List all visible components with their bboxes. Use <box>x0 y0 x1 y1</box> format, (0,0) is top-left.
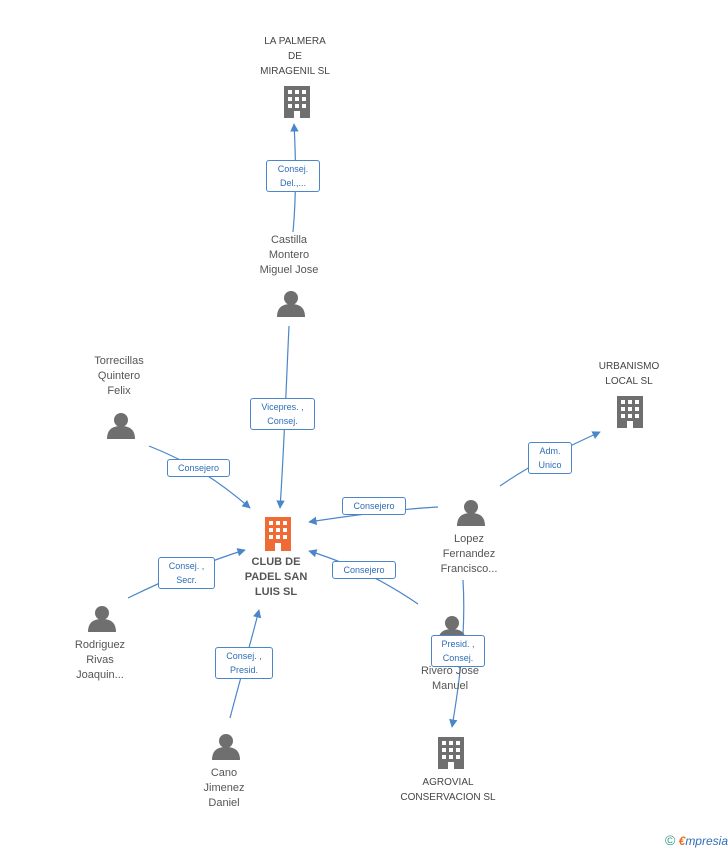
edge-label-torrecillas-center[interactable]: Consejero <box>167 459 230 477</box>
person-name-line: Cano <box>210 767 238 779</box>
building-icon <box>438 737 464 769</box>
person-name-line: Castilla <box>270 234 308 246</box>
edge-label-lopez-agrovial[interactable]: Presid. , Consej. <box>431 635 485 667</box>
company-name-line: LOCAL SL <box>605 376 653 387</box>
edge-role-line: Consejero <box>177 463 220 473</box>
edge-label-castilla-center[interactable]: Vicepres. , Consej. <box>250 398 315 430</box>
edge-role-line: Adm. <box>539 446 561 456</box>
person-name-line: Felix <box>107 385 131 397</box>
company-name-line: DE <box>288 51 302 62</box>
person-node-torrecillas[interactable]: Torrecillas Quintero Felix <box>59 354 179 399</box>
person-name-line: Torrecillas <box>94 355 144 367</box>
center-company-node[interactable]: CLUB DE PADEL SAN LUIS SL <box>216 555 336 600</box>
edge-role-line: Consej. , <box>226 651 262 661</box>
person-icon <box>88 606 116 632</box>
center-name-line: CLUB DE <box>251 556 301 568</box>
company-name-line: LA PALMERA <box>264 36 326 47</box>
center-building-icon <box>265 517 291 551</box>
edge-label-rodriguez-center[interactable]: Consej. , Secr. <box>158 557 215 589</box>
person-node-cano[interactable]: Cano Jimenez Daniel <box>164 766 284 811</box>
edge-role-line: Vicepres. , <box>261 402 304 412</box>
edge-role-line: Consej. , <box>168 561 205 571</box>
company-name-line: URBANISMO <box>598 361 660 372</box>
person-icon <box>107 413 135 439</box>
person-name-line: Rivas <box>86 654 114 666</box>
person-name-line: Lopez <box>454 533 484 545</box>
person-name-line: Francisco... <box>440 563 498 575</box>
person-name-line: Miguel Jose <box>259 264 319 276</box>
brand-name: mpresia <box>685 834 728 848</box>
person-icon <box>212 734 240 760</box>
person-name-line: Joaquin... <box>76 669 124 681</box>
building-icon <box>284 86 310 118</box>
company-node-urbanismo[interactable]: URBANISMO LOCAL SL <box>569 359 689 389</box>
company-node-palmera[interactable]: LA PALMERA DE MIRAGENIL SL <box>235 34 355 79</box>
edge-label-cano-center[interactable]: Consej. , Presid. <box>215 647 273 679</box>
edge-role-line: Secr. <box>176 575 197 585</box>
person-name-line: Montero <box>268 249 310 261</box>
edge-torrecillas-center <box>148 445 251 509</box>
edge-role-line: Consejero <box>343 565 385 575</box>
company-name-line: MIRAGENIL SL <box>260 66 330 77</box>
building-icon <box>617 396 643 428</box>
person-icon <box>457 500 485 526</box>
edge-label-castilla-palmera[interactable]: Consej. Del.,... <box>266 160 320 192</box>
person-node-rodriguez[interactable]: Rodriguez Rivas Joaquin... <box>40 638 160 683</box>
edge-role-line: Consej. <box>442 653 474 663</box>
person-name-line: Jimenez <box>203 782 245 794</box>
edge-label-rivero-center[interactable]: Consejero <box>332 561 396 579</box>
person-name-line: Rivero Jose <box>420 665 480 677</box>
edge-role-line: Unico <box>538 460 562 470</box>
edge-role-line: Del.,... <box>279 178 306 188</box>
edge-role-line: Presid. , <box>441 639 475 649</box>
edge-label-lopez-center[interactable]: Consejero <box>342 497 406 515</box>
company-name-line: AGROVIAL <box>422 777 474 788</box>
person-name-line: Rodriguez <box>74 639 126 651</box>
person-name-line: Manuel <box>431 680 469 692</box>
edge-role-line: Presid. <box>229 665 258 675</box>
edge-role-line: Consejero <box>353 501 395 511</box>
person-name-line: Quintero <box>97 370 141 382</box>
person-icon <box>277 291 305 317</box>
edge-role-line: Consej. <box>267 416 298 426</box>
edge-label-lopez-urbanismo[interactable]: Adm. Unico <box>528 442 572 474</box>
person-name-line: Fernandez <box>442 548 496 560</box>
center-name-line: PADEL SAN <box>244 571 308 583</box>
person-node-rivero[interactable]: Rivero Jose Manuel <box>390 664 510 694</box>
company-node-agrovial[interactable]: AGROVIAL CONSERVACION SL <box>388 775 508 805</box>
center-name-line: LUIS SL <box>254 586 298 598</box>
person-node-lopez[interactable]: Lopez Fernandez Francisco... <box>409 532 529 577</box>
copyright-symbol: © <box>664 832 676 848</box>
company-name-line: CONSERVACION SL <box>400 792 496 803</box>
brand-initial: € <box>678 834 686 848</box>
person-node-castilla[interactable]: Castilla Montero Miguel Jose <box>229 233 349 278</box>
empresia-logo[interactable]: © €mpresia <box>665 832 728 848</box>
edge-role-line: Consej. <box>277 164 309 174</box>
person-name-line: Daniel <box>208 797 240 809</box>
